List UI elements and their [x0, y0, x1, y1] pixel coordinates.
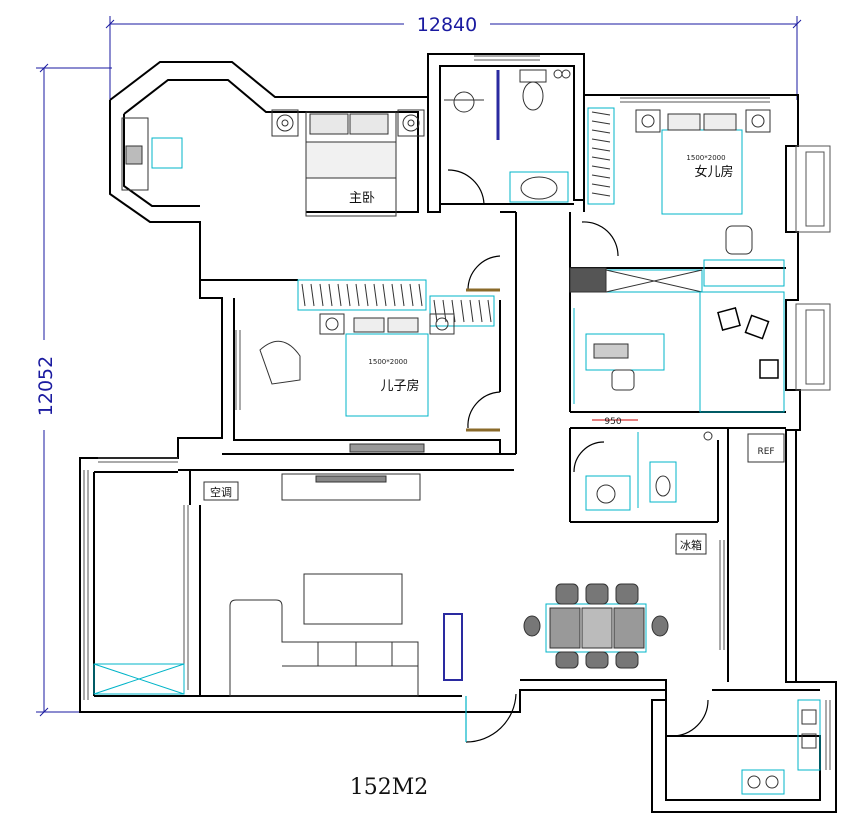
doors [447, 70, 709, 743]
wardrobes [297, 107, 785, 327]
aircon-label: 空调 [210, 485, 232, 499]
walls [79, 53, 837, 813]
fridge-box [675, 533, 707, 555]
son-bed [259, 313, 455, 453]
study-furniture [573, 291, 785, 413]
kitchen-fixtures [741, 699, 821, 795]
son-room-label: 儿子房 [380, 378, 419, 394]
dim-width-label: 12840 [417, 14, 477, 36]
master-bedroom-label: 主卧 [349, 191, 375, 206]
dim-width-bg [404, 12, 490, 34]
area-label: 152M2 [350, 775, 429, 800]
daughter-bed [635, 109, 771, 255]
second-bathroom [585, 431, 785, 511]
bathroom-fixtures [444, 69, 571, 203]
cushions [717, 307, 779, 379]
daughter-room-label: 女儿房 [694, 164, 733, 180]
dim-height-bg [33, 340, 55, 430]
master-bed [271, 109, 425, 217]
daughter-bed-size: 1500*2000 [686, 154, 725, 162]
dim-950-label: 950 [604, 417, 621, 427]
master-desk [121, 117, 183, 191]
living-furniture [93, 473, 463, 697]
dim-height-label: 12052 [35, 356, 57, 416]
son-bed-size: 1500*2000 [368, 358, 407, 366]
windows [83, 55, 831, 770]
ref-label: REF [757, 447, 774, 457]
fridge-label: 冰箱 [680, 538, 702, 552]
wardrobe-hangers [301, 111, 611, 323]
dining-set [523, 583, 669, 669]
